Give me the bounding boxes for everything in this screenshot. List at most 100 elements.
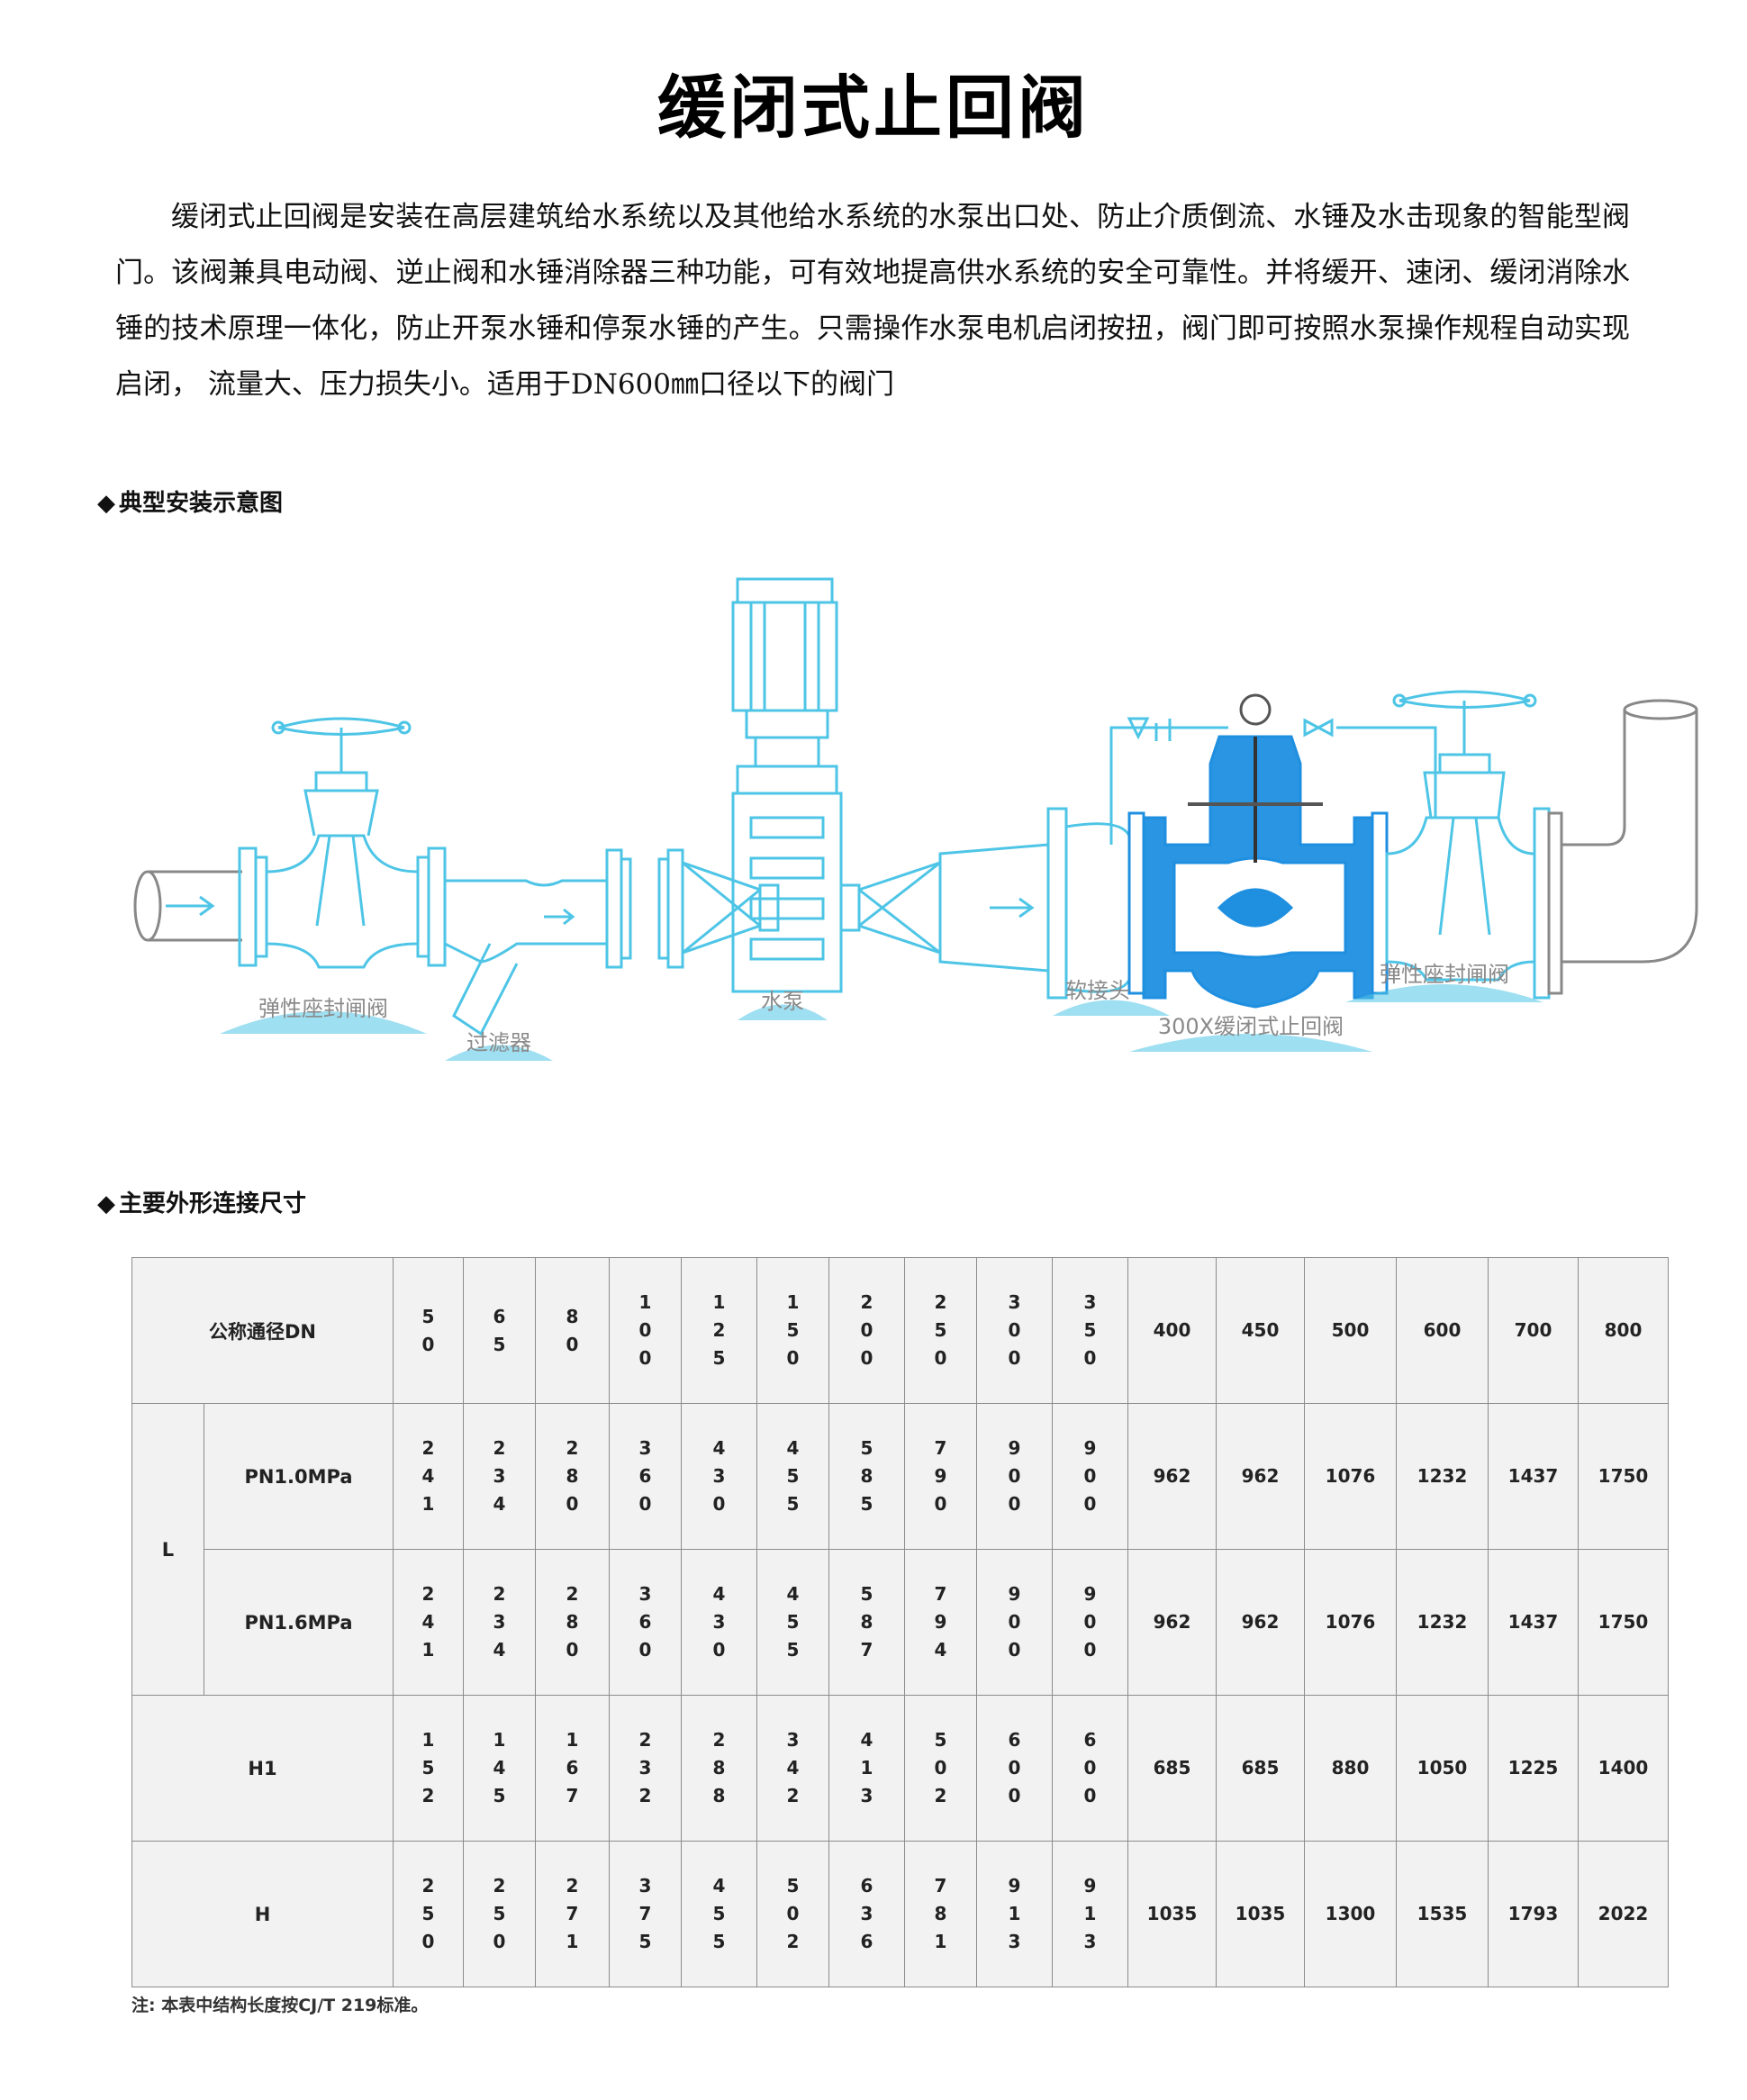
- table-cell: 962: [1127, 1403, 1217, 1550]
- label-shadows: [220, 984, 1543, 1061]
- table-cell: 234: [463, 1549, 536, 1696]
- table-cell: 280: [535, 1549, 610, 1696]
- table-cell: 234: [463, 1403, 536, 1550]
- table-cell: 288: [681, 1695, 757, 1842]
- table-cell: 250: [463, 1841, 536, 1987]
- table-cell: 700: [1488, 1257, 1579, 1404]
- table-note: 注: 本表中结构长度按CJ/T 219标准。: [131, 1996, 429, 2015]
- table-cell: 587: [828, 1549, 905, 1696]
- row-label: H: [131, 1841, 394, 1987]
- installation-diagram-svg: 弹性座封闸阀 过滤器 水泵 软接头 300X缓闭式止回阀 弹性座封闸阀: [133, 577, 1698, 1061]
- table-cell: 50: [393, 1257, 464, 1404]
- table-cell: 962: [1127, 1549, 1217, 1696]
- bypass-lines: [1109, 717, 1437, 845]
- table-cell: 1035: [1216, 1841, 1305, 1987]
- table-cell: 241: [393, 1403, 464, 1550]
- row-label: H1: [131, 1695, 394, 1842]
- table-cell: 900: [976, 1549, 1053, 1696]
- section-heading-table: ◆主要外形连接尺寸: [97, 1185, 306, 1218]
- table-cell: 360: [609, 1549, 682, 1696]
- table-cell: 280: [535, 1403, 610, 1550]
- table-cell: 600: [1396, 1257, 1489, 1404]
- row-label: PN1.0MPa: [204, 1403, 394, 1550]
- table-cell: 450: [1216, 1257, 1305, 1404]
- table-cell: 685: [1216, 1695, 1305, 1842]
- table-cell: 900: [1052, 1549, 1128, 1696]
- section-heading-table-label: 主要外形连接尺寸: [119, 1190, 307, 1217]
- table-cell: 1232: [1396, 1549, 1489, 1696]
- outlet-elbow-pipe: [1547, 699, 1698, 995]
- table-cell: 781: [904, 1841, 977, 1987]
- table-cell: 1400: [1578, 1695, 1669, 1842]
- group-label-l: L: [131, 1403, 204, 1696]
- table-cell: 794: [904, 1549, 977, 1696]
- table-cell: 913: [976, 1841, 1053, 1987]
- table-cell: 1750: [1578, 1403, 1669, 1550]
- section-heading-diagram-label: 典型安装示意图: [119, 490, 284, 517]
- diamond-bullet-icon: ◆: [97, 490, 115, 517]
- table-cell: 1300: [1304, 1841, 1397, 1987]
- table-cell: 1232: [1396, 1403, 1489, 1550]
- table-cell: 350: [1052, 1257, 1128, 1404]
- diamond-bullet-icon: ◆: [97, 1190, 115, 1217]
- label-gate-valve-right: 弹性座封闸阀: [1380, 962, 1509, 987]
- table-cell: 1437: [1488, 1403, 1579, 1550]
- table-cell: 962: [1216, 1403, 1305, 1550]
- table-cell: 1076: [1304, 1549, 1397, 1696]
- label-soft-joint: 软接头: [1065, 978, 1130, 1003]
- label-check-valve: 300X缓闭式止回阀: [1158, 1014, 1344, 1039]
- y-filter: [443, 848, 684, 1036]
- flow-arrow-icon: [166, 895, 215, 917]
- table-cell: 342: [756, 1695, 829, 1842]
- table-cell: 1437: [1488, 1549, 1579, 1696]
- table-cell: 100: [609, 1257, 682, 1404]
- table-cell: 1793: [1488, 1841, 1579, 1987]
- label-filter: 过滤器: [466, 1030, 531, 1055]
- table-cell: 880: [1304, 1695, 1397, 1842]
- installation-diagram: 弹性座封闸阀 过滤器 水泵 软接头 300X缓闭式止回阀 弹性座封闸阀: [94, 548, 1725, 1124]
- table-cell: 790: [904, 1403, 977, 1550]
- table-cell: 250: [393, 1841, 464, 1987]
- table-cell: 500: [1304, 1257, 1397, 1404]
- table-cell: 455: [681, 1841, 757, 1987]
- row-label: PN1.6MPa: [204, 1549, 394, 1696]
- gate-valve-left: [238, 717, 447, 969]
- table-cell: 300: [976, 1257, 1053, 1404]
- table-cell: 241: [393, 1549, 464, 1696]
- table-cell: 167: [535, 1695, 610, 1842]
- table-cell: 80: [535, 1257, 610, 1404]
- table-cell: 152: [393, 1695, 464, 1842]
- table-cell: 455: [756, 1549, 829, 1696]
- label-gate-valve-left: 弹性座封闸阀: [258, 996, 388, 1021]
- check-valve-300x: [1127, 693, 1389, 1009]
- table-cell: 430: [681, 1403, 757, 1550]
- gate-valve-right: [1385, 690, 1551, 1000]
- table-cell: 1035: [1127, 1841, 1217, 1987]
- inlet-pipe: [133, 870, 242, 942]
- header-dn-label: 公称通径DN: [131, 1257, 394, 1404]
- table-cell: 455: [756, 1403, 829, 1550]
- table-cell: 250: [904, 1257, 977, 1404]
- section-heading-diagram: ◆典型安装示意图: [97, 484, 283, 518]
- table-cell: 600: [976, 1695, 1053, 1842]
- table-cell: 65: [463, 1257, 536, 1404]
- table-cell: 375: [609, 1841, 682, 1987]
- table-cell: 2022: [1578, 1841, 1669, 1987]
- table-cell: 600: [1052, 1695, 1128, 1842]
- table-cell: 1076: [1304, 1403, 1397, 1550]
- reducer-right: [839, 860, 942, 955]
- table-cell: 413: [828, 1695, 905, 1842]
- soft-joint: [938, 807, 1131, 1000]
- table-cell: 800: [1578, 1257, 1669, 1404]
- table-cell: 962: [1216, 1549, 1305, 1696]
- page-title: 缓闭式止回阀: [657, 68, 1090, 148]
- table-cell: 502: [904, 1695, 977, 1842]
- table-cell: 125: [681, 1257, 757, 1404]
